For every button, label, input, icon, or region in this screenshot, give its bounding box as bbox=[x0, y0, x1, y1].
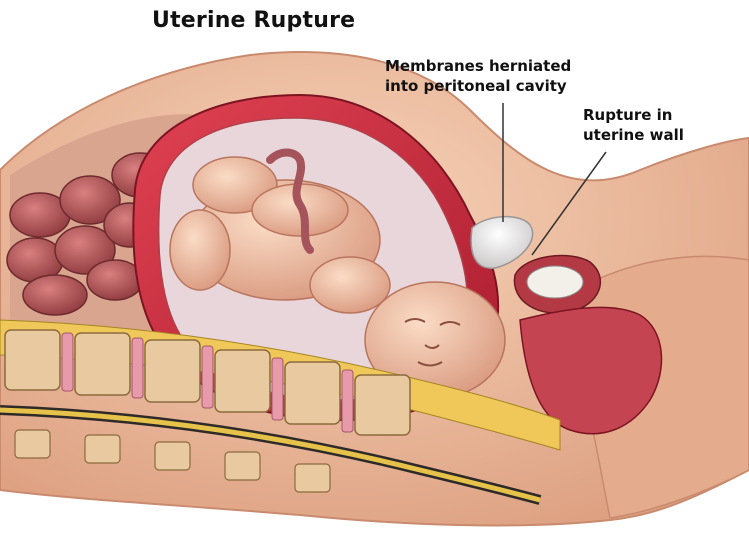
diagram-title: Uterine Rupture bbox=[152, 8, 355, 33]
callout-line: into peritoneal cavity bbox=[385, 76, 571, 96]
callout-line: uterine wall bbox=[583, 125, 684, 145]
callout-membranes-herniated: Membranes herniated into peritoneal cavi… bbox=[385, 56, 571, 96]
callout-line: Membranes herniated bbox=[385, 56, 571, 76]
callout-rupture-uterine-wall: Rupture in uterine wall bbox=[583, 105, 684, 145]
callout-line: Rupture in bbox=[583, 105, 684, 125]
